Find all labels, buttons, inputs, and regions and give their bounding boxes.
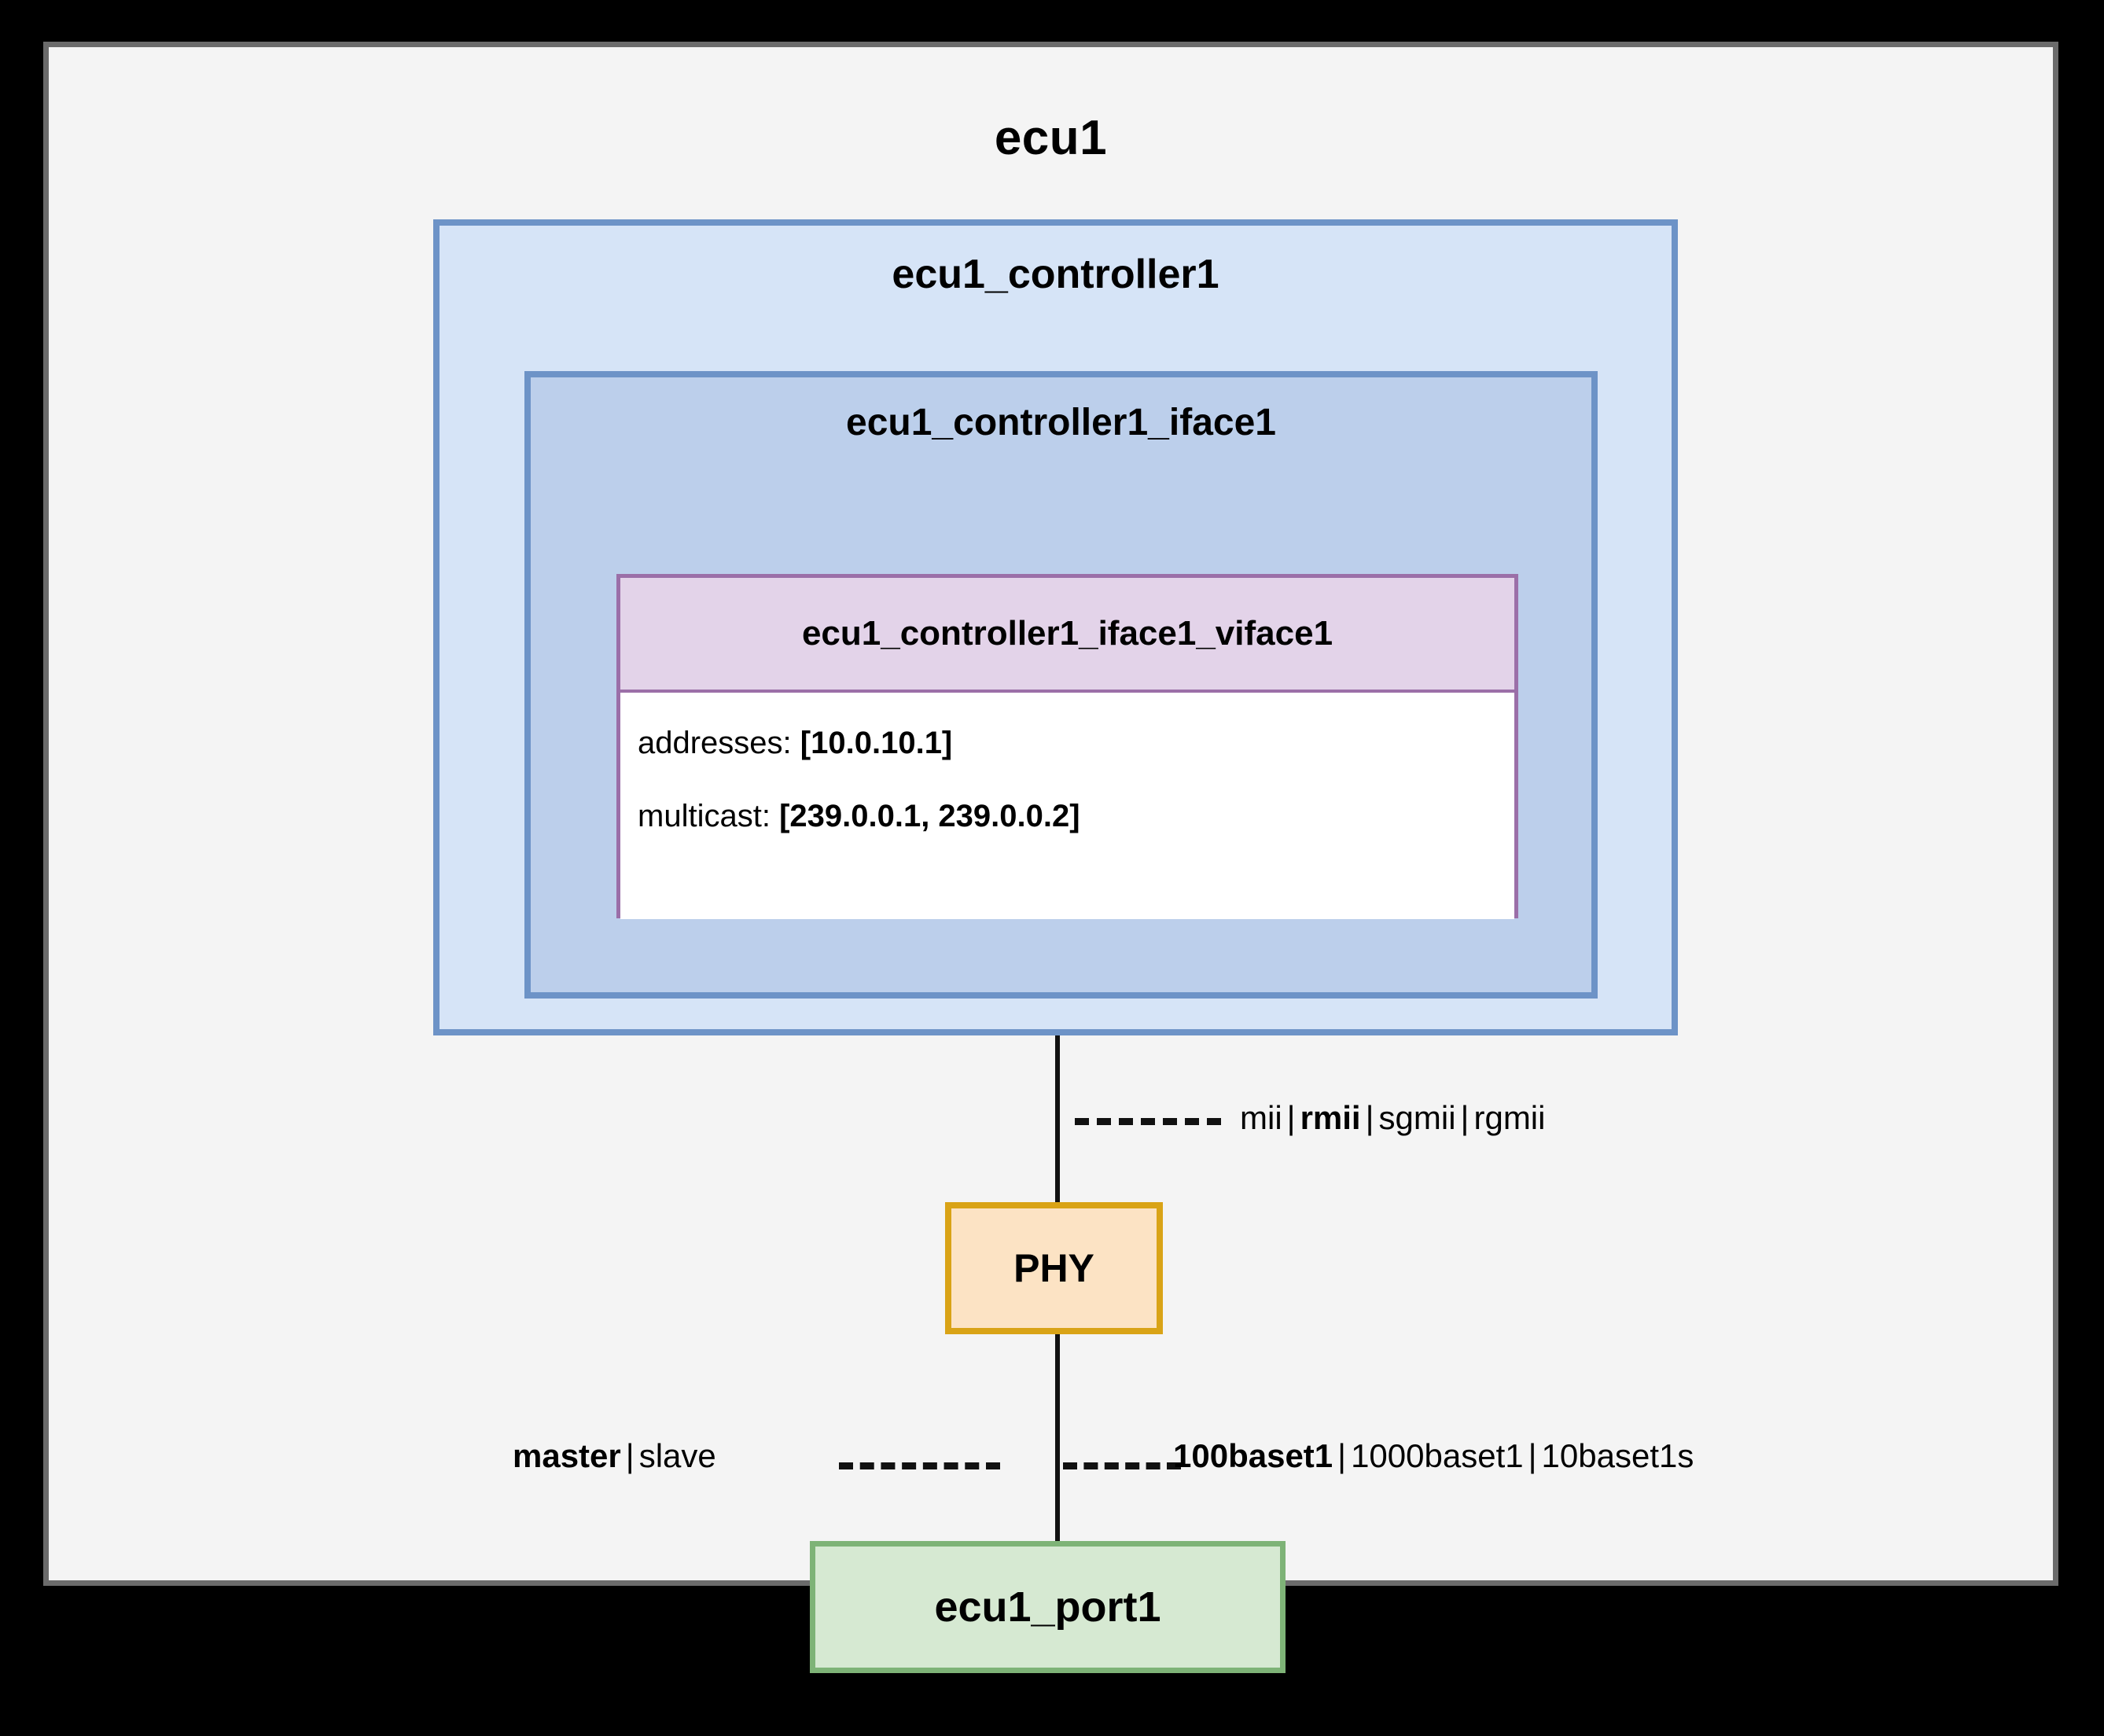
speed-sep-1: |: [1337, 1437, 1347, 1474]
attribute-row-addresses: addresses: [10.0.10.1]: [638, 726, 1514, 761]
ecu1-controller1-iface1-title: ecu1_controller1_iface1: [846, 402, 1276, 443]
addresses-label: addresses:: [638, 726, 792, 760]
ecu1-controller1-container: ecu1_controller1 ecu1_controller1_iface1…: [433, 219, 1678, 1035]
multicast-label: multicast:: [638, 799, 771, 833]
connector-phy-to-port: [1055, 1334, 1060, 1547]
mii-option-rgmii: rgmii: [1473, 1099, 1546, 1136]
mode-option-slave: slave: [638, 1437, 716, 1474]
multicast-value: [239.0.0.1, 239.0.0.2]: [779, 799, 1080, 833]
viface1-header: ecu1_controller1_iface1_viface1: [620, 578, 1514, 693]
speed-leader-dash: [1063, 1462, 1181, 1469]
mii-option-mii: mii: [1240, 1099, 1282, 1136]
mode-option-master-selected: master: [513, 1437, 621, 1474]
attribute-row-multicast: multicast: [239.0.0.1, 239.0.0.2]: [638, 799, 1514, 834]
mii-leader-dash: [1075, 1118, 1221, 1125]
phy-title: PHY: [1013, 1246, 1094, 1290]
speed-option-100baset1-selected: 100baset1: [1173, 1437, 1333, 1474]
mii-sep-2: |: [1365, 1099, 1374, 1136]
phy-block: PHY: [945, 1202, 1163, 1334]
viface1-title: ecu1_controller1_iface1_viface1: [801, 614, 1333, 653]
mode-leader-dash: [839, 1462, 1000, 1469]
mode-sep-1: |: [625, 1437, 635, 1474]
ecu1-controller1-iface1-viface1-container: ecu1_controller1_iface1_viface1 addresse…: [616, 574, 1518, 919]
speed-sep-2: |: [1528, 1437, 1537, 1474]
addresses-value: [10.0.10.1]: [800, 726, 953, 760]
speed-option-1000baset1: 1000baset1: [1351, 1437, 1524, 1474]
mii-option-rmii-selected: rmii: [1300, 1099, 1361, 1136]
mii-option-sgmii: sgmii: [1378, 1099, 1456, 1136]
ecu1-controller1-title: ecu1_controller1: [892, 252, 1219, 297]
mii-sep-1: |: [1286, 1099, 1296, 1136]
ecu1-title: ecu1: [994, 111, 1108, 165]
ecu1-container: ecu1 ecu1_controller1 ecu1_controller1_i…: [43, 42, 2058, 1586]
ecu1-controller1-iface1-container: ecu1_controller1_iface1 ecu1_controller1…: [524, 371, 1598, 999]
ecu1-port1-title: ecu1_port1: [934, 1583, 1161, 1631]
speed-option-10baset1s: 10baset1s: [1541, 1437, 1694, 1474]
connector-controller-to-phy: [1055, 1035, 1060, 1202]
mii-sep-3: |: [1460, 1099, 1469, 1136]
ecu1-port1-block: ecu1_port1: [810, 1541, 1286, 1673]
speed-options-label: 100baset1|1000baset1|10baset1s: [1173, 1437, 1694, 1475]
mode-options-label: master|slave: [513, 1437, 716, 1475]
mii-options-label: mii|rmii|sgmii|rgmii: [1240, 1099, 1545, 1137]
viface1-attributes: addresses: [10.0.10.1] multicast: [239.0…: [620, 693, 1514, 919]
